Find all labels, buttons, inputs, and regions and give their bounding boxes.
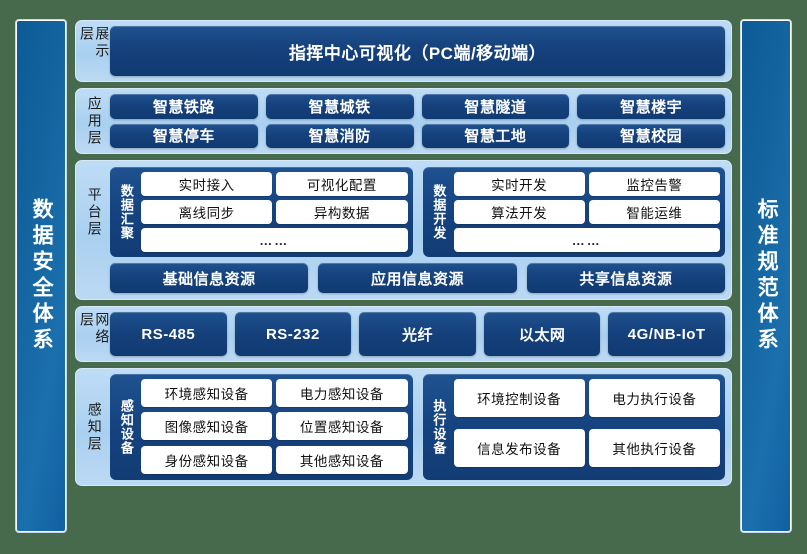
app-item-smart-building[interactable]: 智慧楼宇 (577, 94, 725, 119)
sense-cell-location-sensor[interactable]: 位置感知设备 (276, 412, 408, 441)
sense-group-actuator-title: 执行设备 (431, 399, 447, 455)
app-item-smart-parking[interactable]: 智慧停车 (110, 123, 258, 148)
platform-group-aggregation-title: 数据汇聚 (118, 184, 134, 240)
sense-cell-other-sensor[interactable]: 其他感知设备 (276, 445, 408, 474)
sense-cell-image-sensor[interactable]: 图像感知设备 (141, 412, 273, 441)
layer-display-body: 指挥中心可视化（PC端/移动端） (110, 26, 725, 76)
sense-group-actuator-devices: 执行设备 环境控制设备 电力执行设备 信息发布设备 其他执行设备 (422, 374, 725, 480)
sense-groups: 感知设备 环境感知设备 电力感知设备 图像感知设备 位置感知设备 身份感知设备 … (110, 374, 725, 480)
pf-cell-offline-sync[interactable]: 离线同步 (141, 200, 273, 224)
resource-shared-information[interactable]: 共享信息资源 (526, 263, 725, 293)
layer-sense-body: 感知设备 环境感知设备 电力感知设备 图像感知设备 位置感知设备 身份感知设备 … (110, 374, 725, 480)
exec-cell-other-actuator[interactable]: 其他执行设备 (588, 429, 720, 467)
sense-group-sensing-devices: 感知设备 环境感知设备 电力感知设备 图像感知设备 位置感知设备 身份感知设备 … (110, 374, 413, 480)
exec-cell-info-publishing[interactable]: 信息发布设备 (453, 429, 585, 467)
layer-platform: 平台层 数据汇聚 实时接入 可视化配置 离线同步 异构数据 …… 数据开 (75, 160, 732, 300)
resource-basic-information[interactable]: 基础信息资源 (110, 263, 309, 293)
exec-cell-power-actuator[interactable]: 电力执行设备 (588, 379, 720, 417)
layer-application-label: 应用层 (86, 95, 103, 147)
pf-cell-monitoring-alarm[interactable]: 监控告警 (588, 172, 720, 196)
left-pillar-label: 数据安全体系 (30, 198, 54, 354)
net-item-fiber[interactable]: 光纤 (359, 312, 476, 356)
layer-application: 应用层 智慧铁路 智慧城铁 智慧隧道 智慧楼宇 智慧停车 智慧消防 智慧工地 智… (75, 88, 732, 154)
pf-cell-heterogeneous-data[interactable]: 异构数据 (276, 200, 408, 224)
layer-sense: 感知层 感知设备 环境感知设备 电力感知设备 图像感知设备 位置感知设备 身份感… (75, 368, 732, 486)
layer-display-label: 展示层 (79, 26, 111, 60)
net-item-rs485[interactable]: RS-485 (110, 312, 227, 356)
pf-cell-development-more[interactable]: …… (453, 228, 720, 252)
right-pillar-standards: 标准规范体系 (741, 20, 791, 532)
sense-cell-environment-sensor[interactable]: 环境感知设备 (141, 379, 273, 407)
layer-stack: 展示层 指挥中心可视化（PC端/移动端） 应用层 智慧铁路 智慧城铁 智慧隧道 … (75, 20, 732, 532)
sense-cell-power-sensor[interactable]: 电力感知设备 (276, 379, 408, 407)
exec-cell-environment-control[interactable]: 环境控制设备 (453, 379, 585, 417)
net-item-4g-nbiot[interactable]: 4G/NB-IoT (608, 312, 725, 356)
display-command-center-bar[interactable]: 指挥中心可视化（PC端/移动端） (110, 26, 725, 76)
sense-actuator-cells: 环境控制设备 电力执行设备 信息发布设备 其他执行设备 (453, 379, 720, 475)
app-item-smart-metro[interactable]: 智慧城铁 (265, 94, 414, 119)
platform-group-data-aggregation: 数据汇聚 实时接入 可视化配置 离线同步 异构数据 …… (110, 167, 413, 257)
pf-cell-aggregation-more[interactable]: …… (141, 228, 408, 252)
pf-cell-realtime-development[interactable]: 实时开发 (453, 172, 585, 196)
resource-application-information[interactable]: 应用信息资源 (318, 263, 517, 293)
layer-network-label: 网络层 (79, 312, 111, 346)
app-item-smart-railway[interactable]: 智慧铁路 (110, 94, 258, 119)
app-item-smart-worksite[interactable]: 智慧工地 (421, 123, 570, 148)
platform-group-development-title: 数据开发 (431, 184, 447, 240)
platform-resource-row: 基础信息资源 应用信息资源 共享信息资源 (82, 263, 725, 293)
network-grid: RS-485 RS-232 光纤 以太网 4G/NB-IoT (110, 312, 725, 356)
platform-aggregation-cells: 实时接入 可视化配置 离线同步 异构数据 …… (141, 172, 408, 252)
right-pillar-label: 标准规范体系 (755, 198, 779, 354)
sense-cell-identity-sensor[interactable]: 身份感知设备 (141, 445, 273, 474)
sense-sensing-cells: 环境感知设备 电力感知设备 图像感知设备 位置感知设备 身份感知设备 其他感知设… (141, 379, 408, 475)
layer-sense-label: 感知层 (86, 401, 103, 453)
layer-network-body: RS-485 RS-232 光纤 以太网 4G/NB-IoT (110, 312, 725, 356)
net-item-rs232[interactable]: RS-232 (234, 312, 352, 356)
pf-cell-algorithm-development[interactable]: 算法开发 (453, 200, 585, 224)
pf-cell-realtime-access[interactable]: 实时接入 (141, 172, 273, 196)
pf-cell-intelligent-ops[interactable]: 智能运维 (588, 200, 720, 224)
left-pillar-data-security: 数据安全体系 (16, 20, 66, 532)
app-item-smart-tunnel[interactable]: 智慧隧道 (421, 94, 570, 119)
pf-cell-visual-config[interactable]: 可视化配置 (276, 172, 408, 196)
platform-inner: 平台层 数据汇聚 实时接入 可视化配置 离线同步 异构数据 …… 数据开 (82, 167, 725, 257)
layer-network: 网络层 RS-485 RS-232 光纤 以太网 4G/NB-IoT (75, 306, 732, 362)
platform-groups: 数据汇聚 实时接入 可视化配置 离线同步 异构数据 …… 数据开发 实时开发 (110, 167, 725, 257)
platform-development-cells: 实时开发 监控告警 算法开发 智能运维 …… (453, 172, 720, 252)
application-grid: 智慧铁路 智慧城铁 智慧隧道 智慧楼宇 智慧停车 智慧消防 智慧工地 智慧校园 (110, 94, 725, 148)
sense-group-sensing-title: 感知设备 (118, 399, 134, 455)
layer-application-body: 智慧铁路 智慧城铁 智慧隧道 智慧楼宇 智慧停车 智慧消防 智慧工地 智慧校园 (110, 94, 725, 148)
app-item-smart-fire[interactable]: 智慧消防 (265, 123, 414, 148)
layer-platform-label: 平台层 (86, 186, 103, 238)
net-item-ethernet[interactable]: 以太网 (483, 312, 601, 356)
layer-display: 展示层 指挥中心可视化（PC端/移动端） (75, 20, 732, 82)
app-item-smart-campus[interactable]: 智慧校园 (577, 123, 725, 148)
platform-group-data-development: 数据开发 实时开发 监控告警 算法开发 智能运维 …… (422, 167, 725, 257)
